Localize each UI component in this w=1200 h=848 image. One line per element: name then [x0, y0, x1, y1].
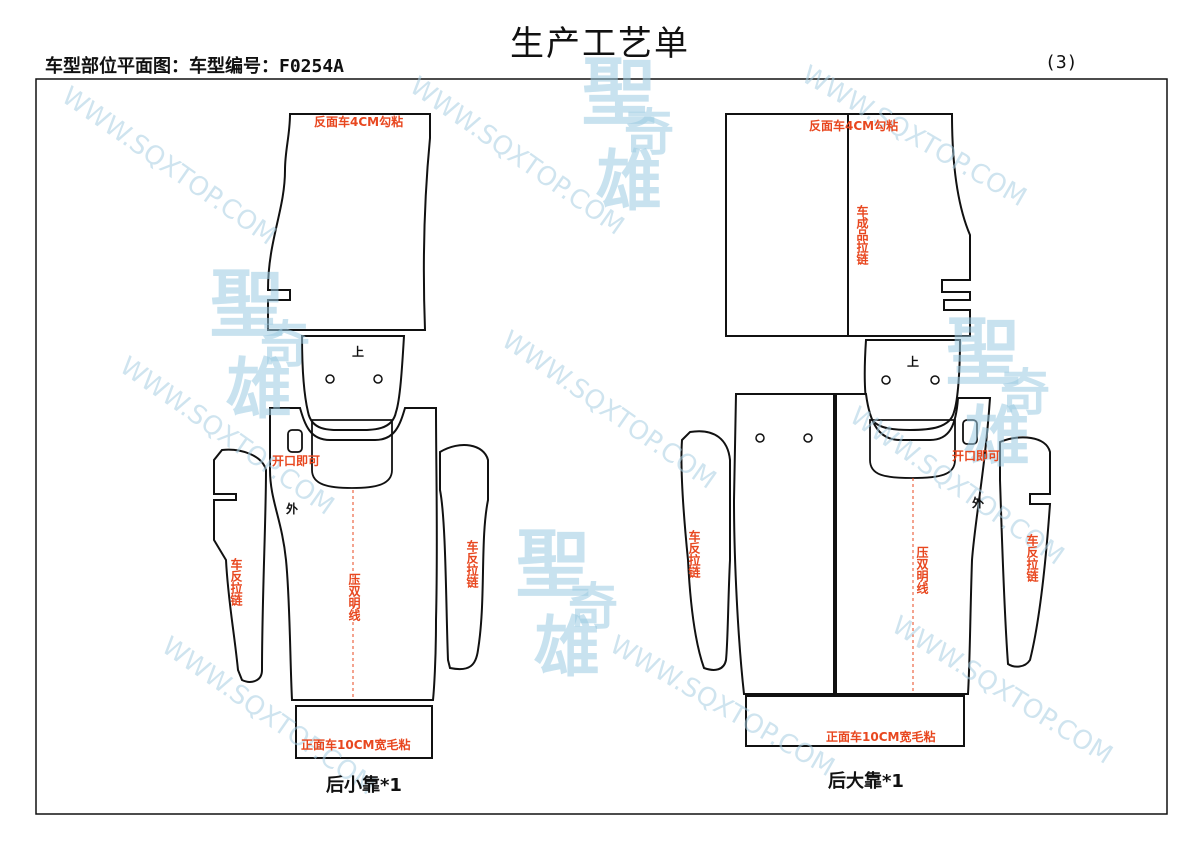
left-outer-label: 外: [286, 501, 298, 516]
watermark-brand: 聖: [946, 310, 1020, 396]
left-hole-2: [373, 374, 383, 384]
left-up-label: 上: [352, 344, 364, 359]
watermark-url: WWW.SQXTOP.COM: [56, 81, 281, 251]
right-left-flap: [680, 430, 731, 671]
watermark-brand: 奇: [624, 103, 674, 162]
model-subtitle: 车型部位平面图：车型编号：F0254A: [45, 56, 345, 77]
right-inner-opening: [869, 419, 956, 479]
page-number: (3): [1045, 52, 1078, 73]
watermark-brand: 奇: [1000, 363, 1050, 422]
left-collar-piece: [300, 335, 406, 432]
right-main-body-left: [732, 393, 835, 695]
watermark-brand: 奇: [260, 315, 310, 374]
right-outer-label: 外: [972, 495, 984, 510]
left-slot: [287, 429, 303, 453]
right-hole-2: [930, 375, 940, 385]
left-side-label: 车反拉链: [229, 557, 243, 607]
left-inner-opening: [311, 419, 393, 489]
left-hole-1: [325, 374, 335, 384]
watermark-url: WWW.SQXTOP.COM: [496, 325, 721, 495]
right-top-label: 反面车4CM勾粘: [809, 118, 898, 133]
left-opening-label: 开口即可: [272, 454, 320, 468]
page-title: 生产工艺单: [510, 24, 690, 64]
right-hole-1: [881, 375, 891, 385]
right-opening-label: 开口即可: [952, 449, 1000, 463]
right-hole-3: [755, 433, 765, 443]
watermark-brand: 奇: [568, 577, 618, 636]
right-center-label: 压双明线: [915, 546, 929, 595]
left-pattern-group: [213, 113, 489, 759]
right-bottom-strip: [745, 695, 965, 747]
left-top-panel: [266, 113, 431, 331]
left-main-body: [269, 407, 438, 701]
left-caption: 后小靠*1: [326, 775, 402, 796]
left-bottom-label: 正面车10CM宽毛粘: [301, 737, 410, 752]
watermark-brand: 雄: [964, 398, 1030, 476]
watermark-brand: 聖: [516, 522, 590, 608]
right-pattern-group: [680, 113, 1052, 747]
drawing-frame: [35, 78, 1168, 815]
left-side-flap: [213, 448, 268, 683]
right-up-label: 上: [907, 354, 919, 369]
right-left-side-label: 车反拉链: [687, 529, 701, 579]
left-center-label: 压双明线: [347, 573, 361, 622]
watermark-brand: 聖: [582, 50, 656, 136]
watermark-brand: 雄: [596, 142, 662, 220]
right-side-flap: [439, 444, 489, 670]
right-hole-4: [803, 433, 813, 443]
right-top-panel-left: [725, 113, 849, 337]
watermark-brand: 雄: [534, 608, 600, 686]
left-top-label: 反面车4CM勾粘: [314, 114, 403, 129]
left-bottom-strip: [295, 705, 433, 759]
watermark-brand: 聖: [210, 262, 284, 348]
left-right-side-label: 车反拉链: [465, 539, 479, 589]
right-right-flap: [999, 436, 1052, 668]
right-bottom-label: 正面车10CM宽毛粘: [826, 729, 935, 744]
right-side-label: 车反拉链: [1025, 533, 1039, 583]
watermark-brand: 雄: [226, 350, 292, 428]
right-caption: 后大靠*1: [828, 770, 904, 792]
right-top-panel-right: [847, 113, 971, 337]
right-slot: [962, 419, 978, 445]
right-zipper-label: 车成品拉链: [855, 204, 869, 266]
